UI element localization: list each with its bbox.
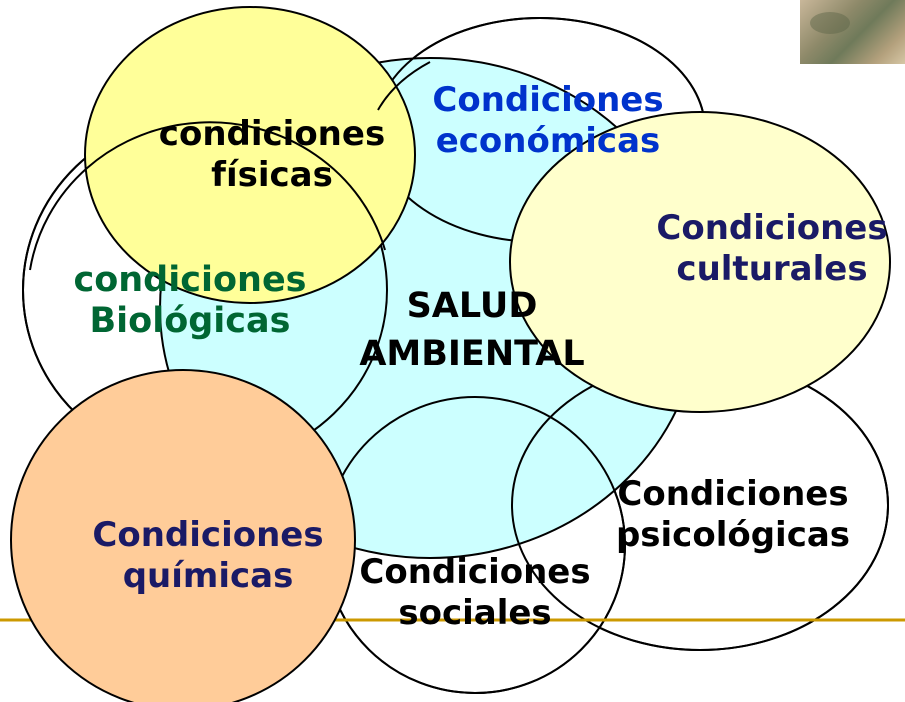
label-sociales-line2: sociales bbox=[398, 593, 552, 633]
label-sociales: Condiciones sociales bbox=[359, 552, 590, 634]
label-psicologicas-line1: Condiciones bbox=[617, 474, 849, 514]
label-quimicas-line2: químicas bbox=[122, 556, 294, 596]
label-fisicas: condiciones físicas bbox=[159, 114, 385, 196]
circle-fisicas bbox=[84, 6, 416, 304]
label-fisicas-line1: condiciones bbox=[158, 114, 386, 154]
label-culturales-line2: culturales bbox=[676, 249, 868, 289]
label-culturales: Condiciones culturales bbox=[656, 208, 887, 290]
label-fisicas-line2: físicas bbox=[211, 155, 333, 195]
outline-biologicas-top bbox=[29, 121, 386, 271]
label-center-line1: SALUD bbox=[406, 286, 538, 326]
label-biologicas-line2: Biológicas bbox=[89, 301, 291, 341]
label-sociales-line1: Condiciones bbox=[359, 552, 591, 592]
landscape-thumbnail bbox=[798, 0, 905, 64]
label-quimicas: Condiciones químicas bbox=[92, 515, 323, 597]
label-economicas-line2: económicas bbox=[435, 121, 661, 161]
label-biologicas-line1: condiciones bbox=[73, 260, 307, 300]
label-economicas-line1: Condiciones bbox=[432, 80, 664, 120]
label-biologicas: condiciones Biológicas bbox=[73, 260, 306, 342]
outline-economicas-left bbox=[377, 61, 431, 111]
label-culturales-line1: Condiciones bbox=[656, 208, 888, 248]
circle-culturales bbox=[509, 111, 891, 413]
label-center-line2: AMBIENTAL bbox=[359, 334, 585, 374]
label-center: SALUD AMBIENTAL bbox=[359, 282, 584, 378]
circle-quimicas bbox=[10, 369, 356, 702]
label-economicas: Condiciones económicas bbox=[432, 80, 663, 162]
label-psicologicas-line2: psicológicas bbox=[615, 515, 851, 555]
label-quimicas-line1: Condiciones bbox=[92, 515, 324, 555]
label-psicologicas: Condiciones psicológicas bbox=[616, 474, 850, 556]
